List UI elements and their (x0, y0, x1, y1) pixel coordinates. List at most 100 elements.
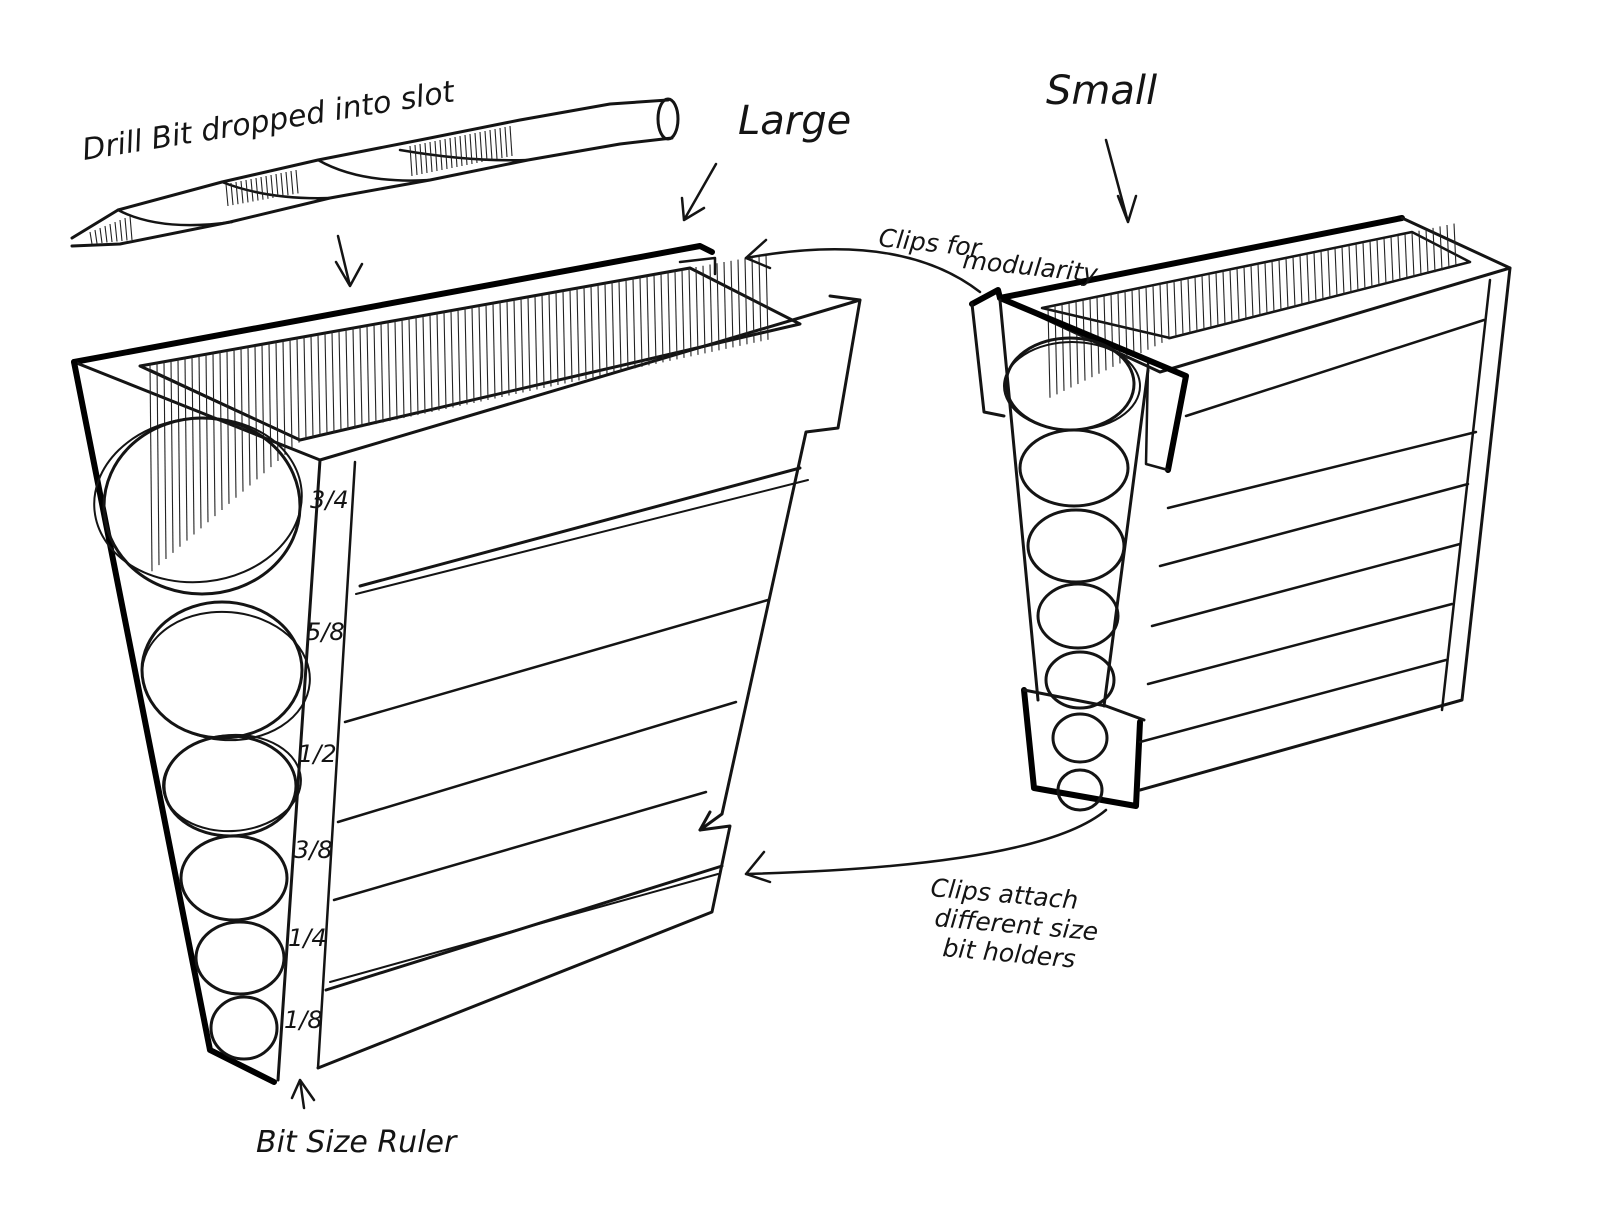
slot-hatch-line (290, 339, 292, 448)
slot-hatch-line (241, 348, 243, 492)
large-label: Large (738, 98, 851, 144)
slot-hatch-line (549, 293, 551, 386)
slot-hatch-line (584, 287, 586, 379)
slot-hatch-line (1405, 234, 1407, 280)
slot-hatch-line (451, 311, 453, 408)
slot-hatch-line (1153, 285, 1155, 346)
flute-hatch-line (450, 138, 452, 168)
slot-hatch-line (1223, 271, 1225, 325)
slot-hatch-line (402, 319, 404, 418)
slot-hatch-line (577, 288, 579, 380)
clip-connector-arrows (746, 240, 1106, 882)
slot-hatch-line (1412, 232, 1414, 277)
flute-hatch-line (95, 230, 97, 244)
slot-hatch-line (1132, 290, 1134, 357)
slot-hatch-line (157, 363, 159, 565)
slot-hatch-line (346, 329, 348, 430)
ruler-mark-1-2: 1/2 (298, 740, 337, 768)
slot-hatch-line (297, 338, 299, 443)
slot-hatch-line (682, 270, 684, 358)
large-holder-drawing (74, 164, 860, 1108)
slot-hatch-line (493, 303, 495, 398)
slot-hatch-line (444, 312, 446, 409)
flute-hatch-line (410, 146, 412, 176)
slot-hatch-line (262, 344, 264, 473)
clips-modularity-label-line2: modularity (961, 245, 1100, 288)
slot-hatch-line (654, 275, 656, 364)
slot-hatch-line (528, 297, 530, 391)
slot-hatch-line (269, 343, 271, 467)
slot-hatch-line (661, 273, 663, 362)
slot-hatch-line (703, 266, 705, 354)
bit-size-ruler-label: Bit Size Ruler (256, 1125, 458, 1160)
flute-hatch-line (510, 126, 512, 156)
slot-hatch-line (507, 301, 509, 396)
flute-hatch-line (241, 181, 243, 203)
flute-hatch-line (495, 129, 497, 159)
slot-hatch-line (164, 362, 166, 559)
flute-hatch-line (445, 139, 447, 169)
slot-hatch-line (689, 268, 691, 356)
slot-hatch-line (1258, 264, 1260, 316)
slot-hatch-line (1335, 248, 1337, 297)
flute-hatch-line (110, 224, 112, 242)
slot-hatch-line (1104, 295, 1106, 370)
slot-hatch-line (738, 260, 740, 346)
slot-hatch-line (1307, 254, 1309, 304)
slot-hatch-line (1146, 287, 1148, 350)
slot-hatch-line (1328, 249, 1330, 298)
slot-hatch-line (374, 324, 376, 424)
ruler-mark-5-8: 5/8 (306, 618, 345, 646)
slot-hatch-line (1251, 265, 1253, 318)
slot-hatch-line (745, 258, 747, 344)
slot-hatch-line (1097, 297, 1099, 374)
flute-hatch-line (500, 128, 502, 158)
slot-hatch-line (178, 359, 180, 547)
small-label: Small (1046, 68, 1157, 114)
slot-hatch-line (717, 263, 719, 350)
flute-hatch-line (291, 171, 293, 194)
ruler-mark-3-4: 3/4 (310, 486, 349, 514)
slot-hatch-line (1160, 284, 1162, 343)
flute-hatch-line (480, 132, 482, 162)
flute-hatch-line (100, 228, 102, 243)
flute-hatch-line (256, 178, 258, 201)
slot-hatch-line (304, 337, 306, 439)
flute-hatch-line (485, 131, 487, 161)
slot-hatch-line (283, 341, 285, 455)
slot-hatch-line (521, 298, 523, 392)
slot-hatch-line (1279, 259, 1281, 310)
slot-hatch-line (1167, 282, 1169, 339)
slot-hatch-line (1237, 268, 1239, 321)
slot-hatch-line (591, 286, 593, 378)
slot-hatch-line (605, 283, 607, 374)
drill-bit-label: Drill Bit dropped into slot (80, 74, 458, 168)
slot-hatch-line (395, 321, 397, 420)
slot-hatch-line (255, 346, 257, 480)
flute-hatch-line (281, 173, 283, 196)
slot-hatch-line (675, 271, 677, 360)
slot-hatch-line (1209, 274, 1211, 328)
slot-hatch-line (1111, 294, 1113, 367)
slot-hatch-line (206, 354, 208, 522)
slot-hatch-line (1426, 229, 1428, 274)
flute-hatch-line (415, 145, 417, 175)
flute-hatch-line (505, 127, 507, 157)
flute-hatch-line (296, 170, 298, 193)
flute-hatch-line (236, 182, 238, 204)
slot-hatch-line (1349, 245, 1351, 293)
slot-hatch-line (1454, 224, 1456, 267)
slot-hatch-line (458, 309, 460, 406)
ruler-mark-3-8: 3/8 (294, 836, 333, 864)
flute-hatch-line (455, 137, 457, 167)
slot-hatch-line (388, 322, 390, 421)
slot-hatch-line (542, 294, 544, 388)
flute-hatch-line (226, 184, 228, 206)
slot-hatch-line (1300, 255, 1302, 305)
flute-hatch-line (130, 216, 132, 240)
slot-hatch-line (381, 323, 383, 422)
slot-hatch-line (367, 326, 369, 426)
flute-hatch-line (276, 174, 278, 197)
slot-hatch-line (696, 267, 698, 355)
